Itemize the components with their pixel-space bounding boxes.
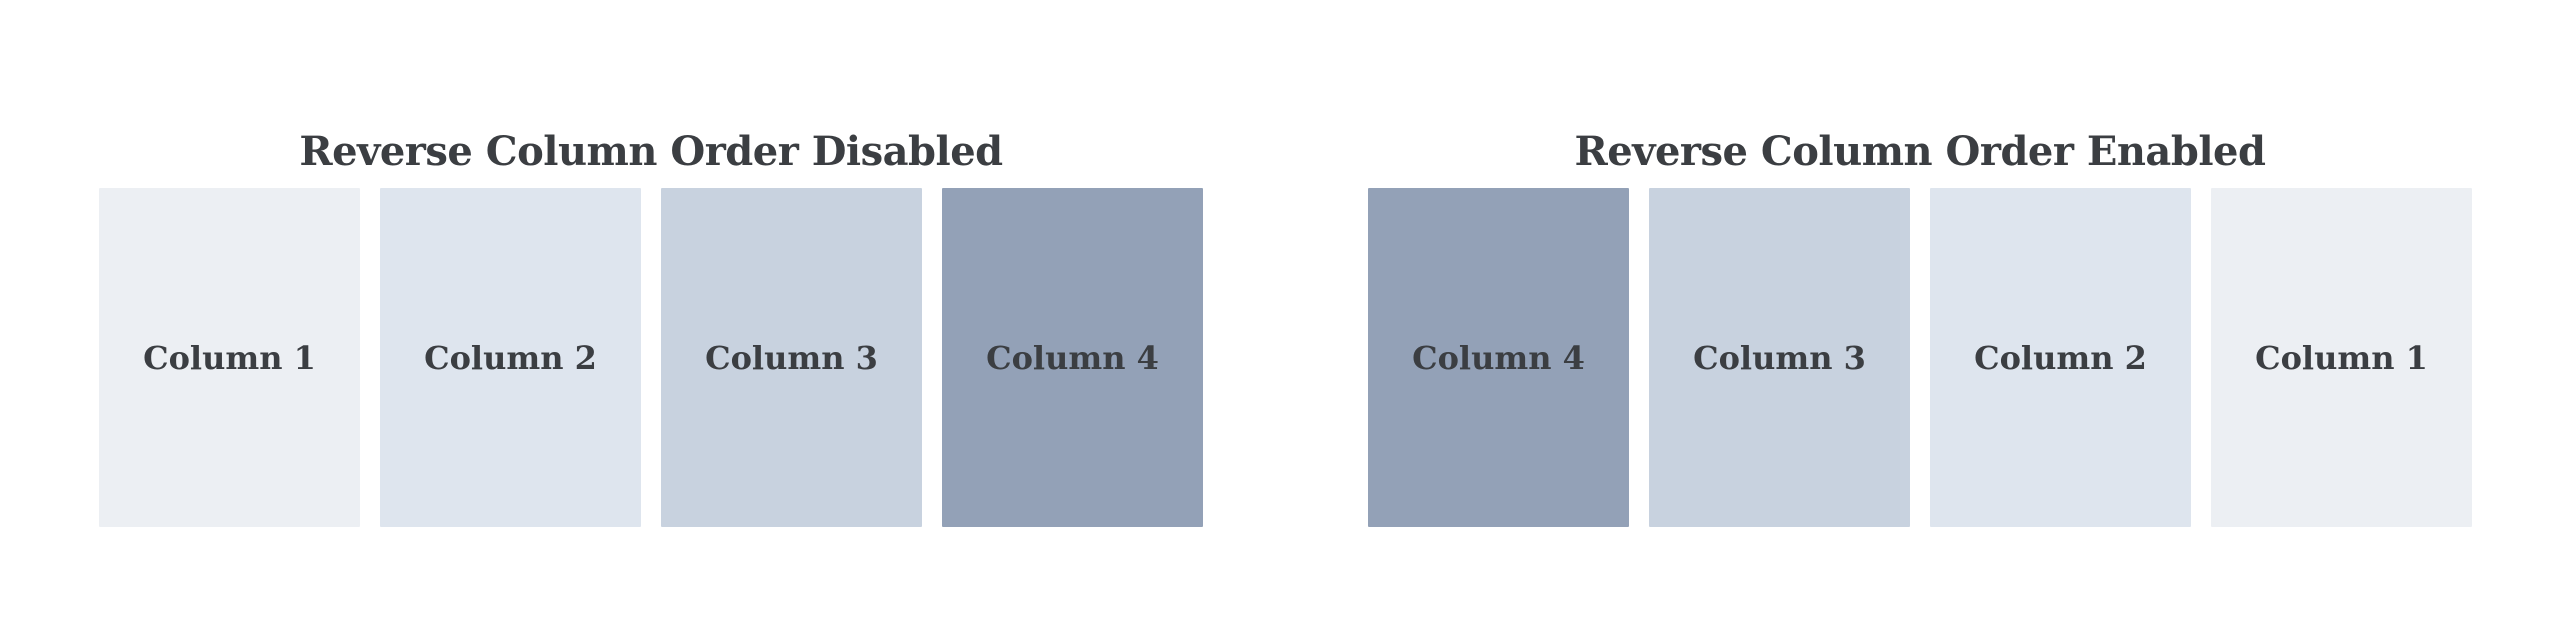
column-4: Column 4 <box>942 188 1203 527</box>
column-4: Column 4 <box>1368 188 1629 527</box>
group-reverse-order-disabled: Reverse Column Order Disabled Column 1 C… <box>99 0 1203 629</box>
column-label: Column 2 <box>1974 338 2147 377</box>
column-1: Column 1 <box>2211 188 2472 527</box>
group-reverse-order-enabled: Reverse Column Order Enabled Column 4 Co… <box>1368 0 2472 629</box>
column-label: Column 4 <box>986 338 1159 377</box>
column-label: Column 3 <box>705 338 878 377</box>
columns-row-enabled: Column 4 Column 3 Column 2 Column 1 <box>1368 188 2472 527</box>
column-label: Column 4 <box>1412 338 1585 377</box>
columns-row-disabled: Column 1 Column 2 Column 3 Column 4 <box>99 188 1203 527</box>
group-title-disabled: Reverse Column Order Disabled <box>299 127 1003 175</box>
column-3: Column 3 <box>661 188 922 527</box>
column-label: Column 2 <box>424 338 597 377</box>
column-label: Column 3 <box>1693 338 1866 377</box>
group-title-enabled: Reverse Column Order Enabled <box>1574 127 2266 175</box>
column-1: Column 1 <box>99 188 360 527</box>
column-3: Column 3 <box>1649 188 1910 527</box>
column-2: Column 2 <box>380 188 641 527</box>
column-label: Column 1 <box>143 338 316 377</box>
column-2: Column 2 <box>1930 188 2191 527</box>
column-label: Column 1 <box>2255 338 2428 377</box>
